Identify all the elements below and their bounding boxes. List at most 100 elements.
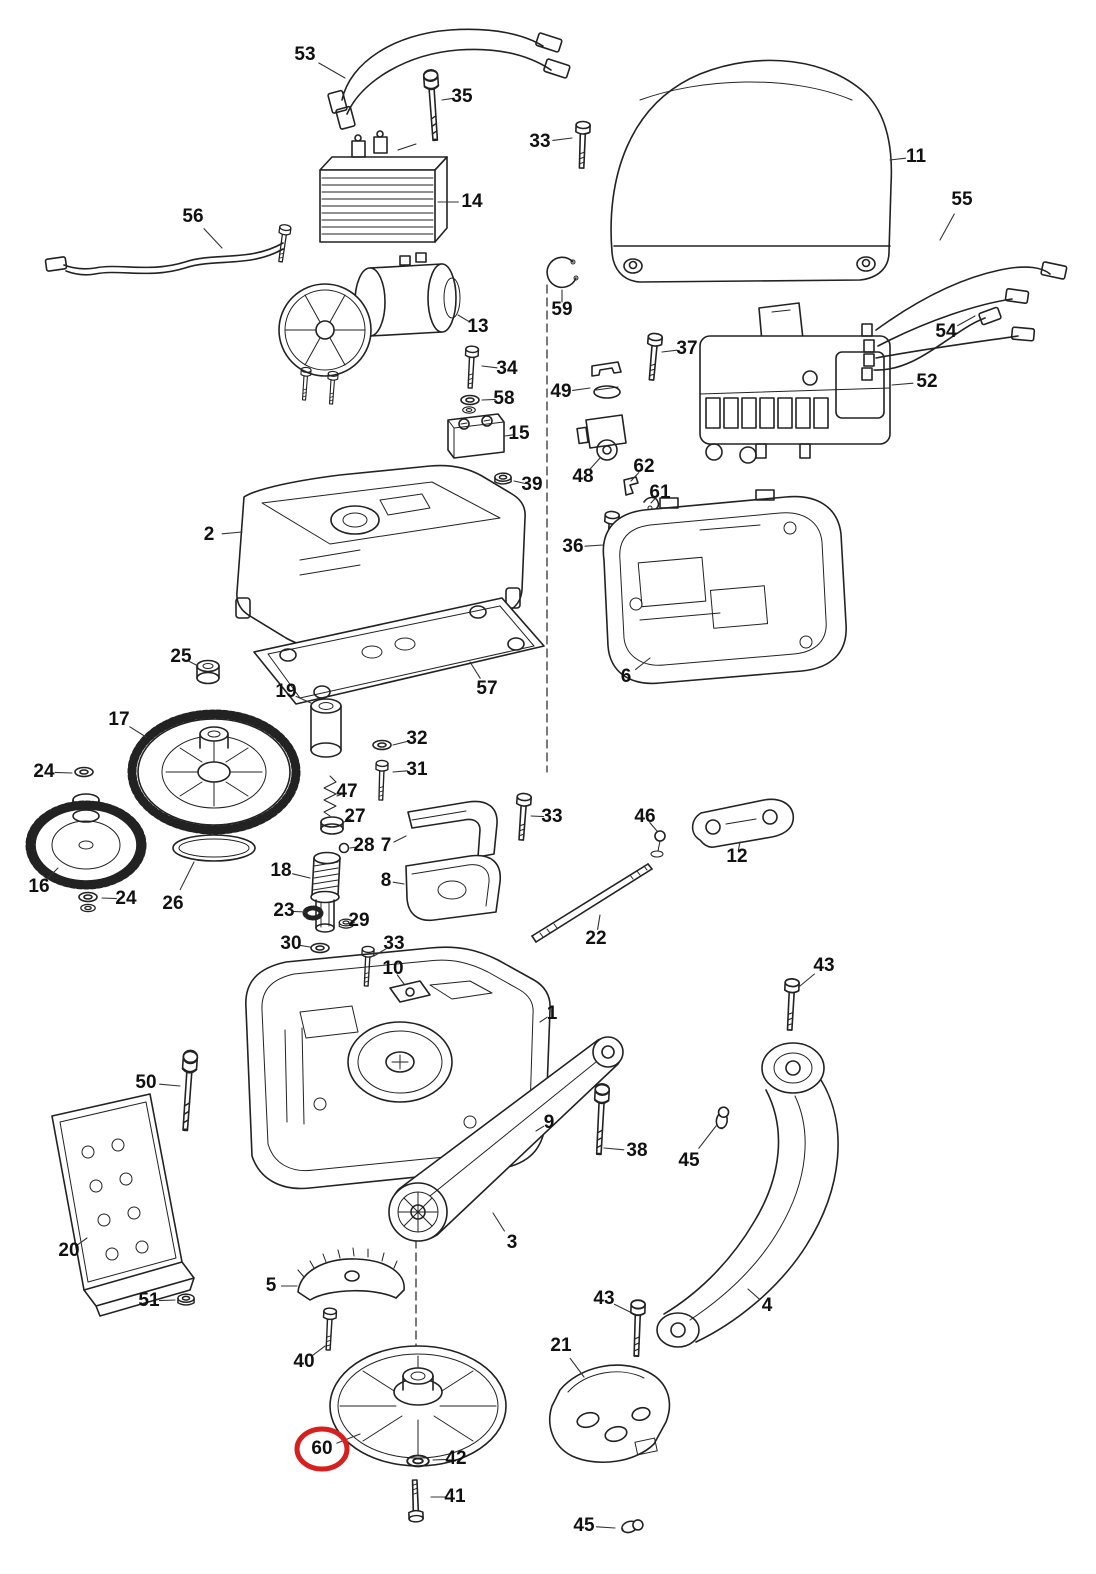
leader-line-27 <box>343 818 352 823</box>
wires-53-drawing <box>327 28 571 130</box>
housing-6-drawing <box>602 489 847 685</box>
cover-11-drawing <box>610 59 893 283</box>
part-label-41: 41 <box>444 1486 466 1507</box>
part-label-24: 24 <box>33 761 55 782</box>
part-label-33: 33 <box>541 806 562 827</box>
gear-16-drawing <box>25 793 147 890</box>
screw-34-drawing <box>463 345 480 390</box>
shaft-22-drawing <box>531 863 653 943</box>
part-label-43: 43 <box>813 955 834 976</box>
part-label-50: 50 <box>135 1072 156 1093</box>
housing-1-drawing <box>245 946 551 1190</box>
part-label-1: 1 <box>547 1003 558 1024</box>
lever-12-drawing <box>691 798 795 848</box>
leader-line-2 <box>221 531 243 535</box>
part-label-56: 56 <box>182 206 203 227</box>
leader-line-56 <box>203 228 223 249</box>
leader-line-13 <box>457 314 471 323</box>
leader-line-24 <box>101 897 117 900</box>
part-label-29: 29 <box>348 910 369 931</box>
part-label-25: 25 <box>170 646 192 667</box>
part-label-20: 20 <box>58 1240 79 1261</box>
part-label-18: 18 <box>270 860 291 881</box>
leader-line-22 <box>597 914 601 930</box>
part-label-58: 58 <box>493 388 514 409</box>
screw-35-drawing <box>422 68 444 142</box>
leader-line-33 <box>552 137 573 141</box>
part-label-60: 60 <box>311 1438 332 1459</box>
bolt-37-drawing <box>643 332 664 382</box>
part-label-33: 33 <box>383 933 404 954</box>
spring-47-drawing <box>323 775 337 817</box>
part-label-61: 61 <box>649 482 671 503</box>
leader-line-57 <box>469 661 481 679</box>
leader-line-9 <box>535 1125 545 1132</box>
leader-line-24 <box>54 771 73 774</box>
nut-39-drawing <box>494 472 512 485</box>
leader-line-8 <box>392 881 405 885</box>
part-label-39: 39 <box>521 474 542 495</box>
part-label-13: 13 <box>467 316 488 337</box>
bracket-10-drawing <box>389 980 431 1003</box>
leader-line-36 <box>584 544 604 547</box>
leader-line-3 <box>492 1212 505 1232</box>
clip-45-upper-drawing <box>713 1105 732 1131</box>
leader-line-45 <box>595 1526 616 1529</box>
part-label-17: 17 <box>108 709 129 730</box>
assembly-axis-lines <box>415 284 548 1353</box>
leader-line-19 <box>295 695 312 704</box>
arm-4-drawing <box>656 1042 839 1348</box>
part-label-42: 42 <box>445 1448 466 1469</box>
leader-line-53 <box>318 62 346 79</box>
part-label-48: 48 <box>572 466 593 487</box>
gear-17-drawing <box>127 709 301 835</box>
part-label-57: 57 <box>476 678 497 699</box>
part-label-8: 8 <box>381 870 392 891</box>
leader-line-26 <box>179 861 195 891</box>
part-label-43: 43 <box>593 1288 614 1309</box>
sector-5-drawing <box>297 1247 405 1301</box>
leader-line-46 <box>649 822 658 832</box>
highlight-circle-60 <box>294 1426 350 1472</box>
leader-line-1 <box>539 1016 548 1023</box>
leader-line-35 <box>441 97 455 101</box>
part-label-30: 30 <box>280 933 301 954</box>
wires-55-54-drawing <box>861 261 1068 381</box>
part-label-37: 37 <box>676 338 697 359</box>
part-label-19: 19 <box>275 681 296 702</box>
cylinder-19-drawing <box>310 698 342 758</box>
leader-line-47 <box>336 793 344 797</box>
pinion-23-drawing <box>302 905 324 921</box>
leader-line-21 <box>569 1357 585 1378</box>
leader-line-34 <box>481 365 498 369</box>
leader-line-38 <box>603 1147 625 1151</box>
part-label-24: 24 <box>115 888 137 909</box>
washer-32-drawing <box>372 739 392 751</box>
bolt-33-middle-drawing <box>513 792 533 842</box>
leader-line-58 <box>481 398 496 401</box>
clip-45-lower-drawing <box>620 1518 645 1535</box>
bolt-33-top-drawing <box>573 120 592 170</box>
leader-line-23 <box>292 910 307 913</box>
o-ring-26-drawing <box>172 834 256 862</box>
part-label-62: 62 <box>633 456 654 477</box>
bolt-38-drawing <box>590 1082 611 1156</box>
leader-line-4 <box>747 1288 760 1300</box>
leader-line-45 <box>698 1125 717 1149</box>
part-label-52: 52 <box>916 371 937 392</box>
pin-46-drawing <box>650 830 666 858</box>
part-label-12: 12 <box>726 846 747 867</box>
leader-line-61 <box>650 496 657 504</box>
leader-line-16 <box>46 867 59 880</box>
leader-line-42 <box>432 1458 448 1461</box>
part-label-21: 21 <box>550 1335 572 1356</box>
part-label-14: 14 <box>461 191 483 212</box>
leader-line-11 <box>889 157 907 161</box>
bracket-48-drawing <box>576 414 627 461</box>
part-label-2: 2 <box>204 524 215 545</box>
leader-line-20 <box>75 1237 88 1247</box>
part-label-46: 46 <box>634 806 655 827</box>
bushing-25-drawing <box>196 659 220 685</box>
